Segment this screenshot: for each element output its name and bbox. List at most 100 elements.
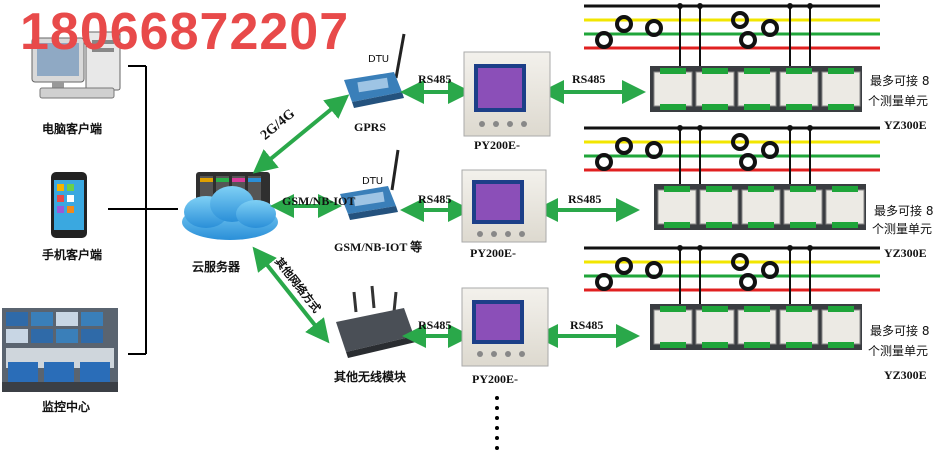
terminal-block [706,222,732,228]
measurement-module [779,309,819,345]
unit-model-3: YZ300E [884,368,927,382]
mobile-client-label: 手机客户端 [42,248,103,262]
network-links [252,94,350,344]
terminal-block [786,342,812,348]
dtu-gsm-icon [340,149,400,220]
terminal-block [702,342,728,348]
unit-group-2 [584,125,880,230]
terminal-block [660,68,686,74]
gprs-label: GPRS [354,120,387,134]
terminal-block [744,306,770,312]
ct-clamp [645,261,663,279]
ct-clamp [645,141,663,159]
meter-py200e-2 [461,169,547,243]
ct-clamp [731,11,749,29]
junction-dot [807,245,813,251]
measurement-module [783,189,823,225]
monitoring-center-icon [2,308,118,392]
measurement-module [653,71,693,107]
rs485-label-4: RS485 [572,72,606,86]
measurement-module [779,71,819,107]
measurement-module [695,71,735,107]
unit-group-3 [584,245,880,350]
junction-dot [677,3,683,9]
gsm-label: GSM/NB-IOT 等 [334,240,423,254]
junction-dot [677,245,683,251]
junction-dot [697,125,703,131]
unit-note-1b: 个测量单元 [868,94,929,108]
continuation-dots [495,396,499,450]
unit-note-2b: 个测量单元 [872,222,933,236]
unit-note-1a: 最多可接 8 [870,74,930,88]
terminal-block [706,186,732,192]
dtu-mid-tag: DTU [362,176,384,187]
unit-model-2: YZ300E [884,246,927,260]
terminal-block [664,186,690,192]
monitor-center-label: 监控中心 [42,400,91,414]
junction-dot [807,125,813,131]
wireless-module-label: 其他无线模块 [334,370,407,384]
terminal-block [786,68,812,74]
terminal-block [660,306,686,312]
computer-icon [31,31,121,99]
terminal-block [828,104,854,110]
terminal-block [660,342,686,348]
ct-clamp [739,31,757,49]
meter-label-3: PY200E- [472,372,518,386]
terminal-block [702,306,728,312]
unit-note-2a: 最多可接 8 [874,204,934,218]
ct-clamp [615,15,633,33]
terminal-block [832,186,858,192]
terminal-block [786,306,812,312]
unit-note-3a: 最多可接 8 [870,324,930,338]
ct-clamp [731,253,749,271]
meter-py200e-3 [461,287,549,367]
meter-label-1: PY200E- [474,138,520,152]
mobile-icon [51,172,87,238]
terminal-block [790,186,816,192]
measurement-module [825,189,865,225]
unit-note-3b: 个测量单元 [868,344,929,358]
measurement-module [737,71,777,107]
unit-group-1 [584,3,880,112]
terminal-block [786,104,812,110]
terminal-block [828,68,854,74]
computer-client-label: 电脑客户端 [42,122,103,136]
client-tree-lines [108,65,178,355]
terminal-block [744,68,770,74]
terminal-block [790,222,816,228]
link-gsm-nb-label: GSM/NB-IOT [282,194,356,208]
measurement-module [653,309,693,345]
rs485-label-5: RS485 [568,192,602,206]
measurement-module [695,309,735,345]
measurement-module [657,189,697,225]
watermark-phone: 18066872207 [20,3,350,61]
junction-dot [787,125,793,131]
cloud-server-icon [182,172,278,240]
terminal-block [664,222,690,228]
junction-dot [787,3,793,9]
terminal-block [702,68,728,74]
cloud-server-label: 云服务器 [192,260,241,274]
ct-clamp [739,153,757,171]
ct-clamp [615,257,633,275]
terminal-block [744,104,770,110]
measurement-module [741,189,781,225]
terminal-block [748,186,774,192]
measurement-module [821,71,861,107]
junction-dot [677,125,683,131]
terminal-block [660,104,686,110]
measurement-unit-groups [584,3,880,350]
terminal-block [748,222,774,228]
ct-clamp [761,141,779,159]
terminal-block [828,306,854,312]
junction-dot [697,245,703,251]
junction-dot [697,3,703,9]
ct-clamp [761,261,779,279]
ct-clamp [645,19,663,37]
dtu-top-tag: DTU [368,54,390,65]
dtu-gprs-icon [344,33,406,108]
terminal-block [832,222,858,228]
